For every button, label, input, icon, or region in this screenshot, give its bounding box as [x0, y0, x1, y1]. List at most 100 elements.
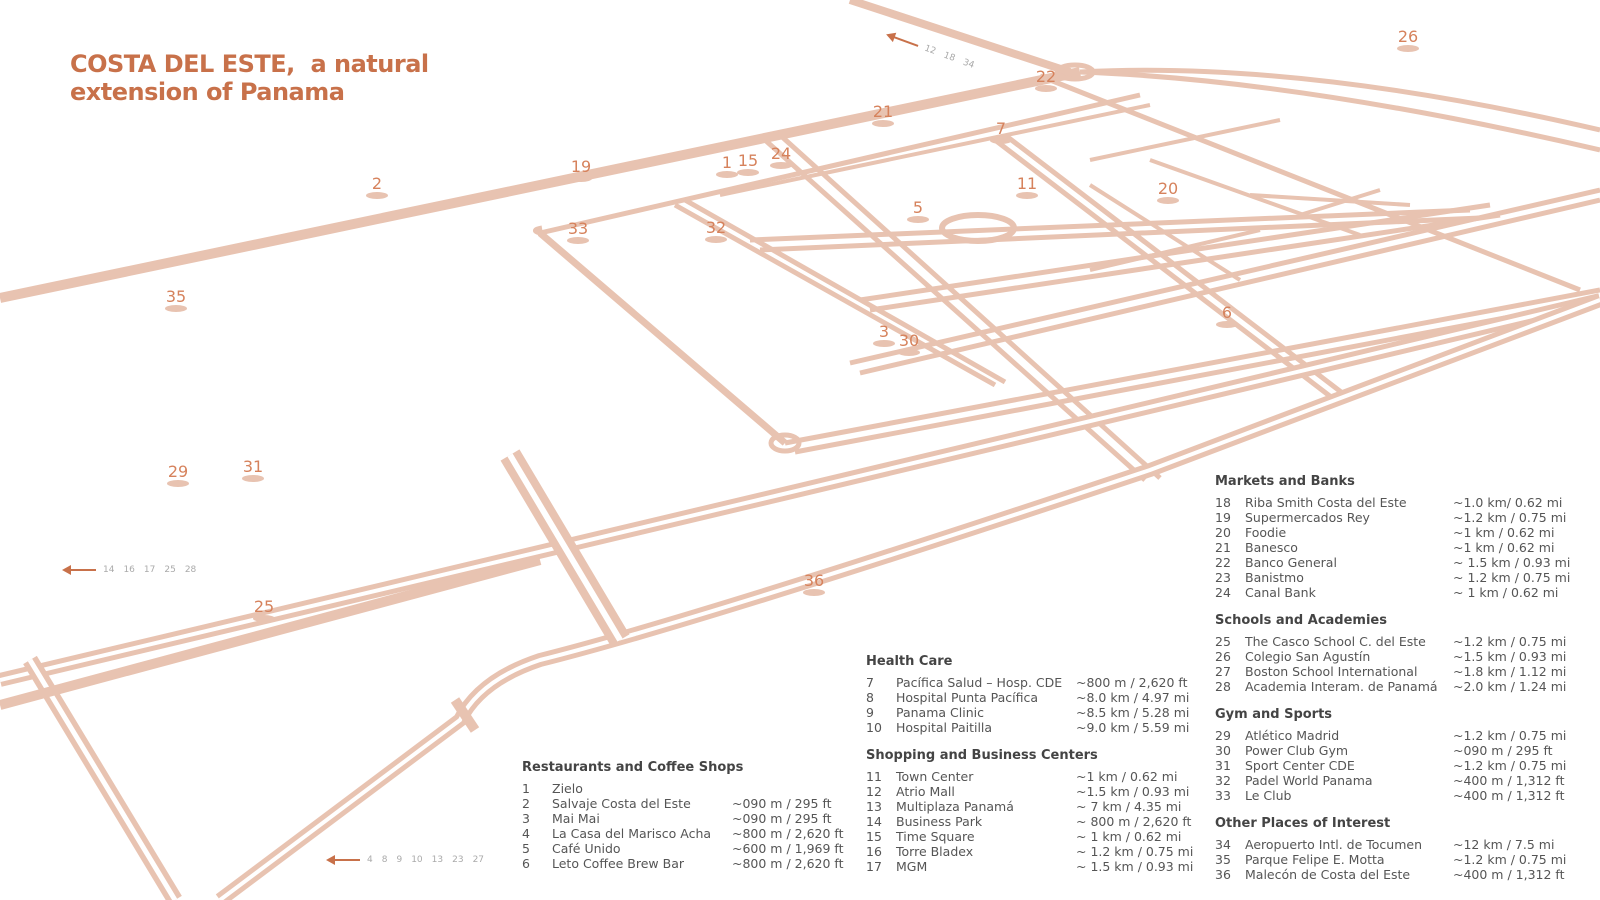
- marker-25[interactable]: 25: [244, 598, 284, 622]
- marker-3[interactable]: 3: [864, 323, 904, 347]
- legend-name: The Casco School C. del Este: [1245, 634, 1426, 649]
- arrow-number: 14: [103, 565, 115, 575]
- legend-name: Atrio Mall: [896, 784, 955, 799]
- legend-number: 17: [866, 859, 882, 874]
- legend-distance: ~1 km / 0.62 mi: [1076, 769, 1178, 784]
- arrow-number: 9: [396, 855, 403, 865]
- legend-number: 4: [522, 826, 530, 841]
- legend-name: Zielo: [552, 781, 583, 796]
- marker-dot: [1397, 45, 1419, 52]
- legend-number: 12: [866, 784, 882, 799]
- marker-dot: [242, 475, 264, 482]
- arrow-number: 25: [164, 565, 176, 575]
- legend-distance: ~1.2 km / 0.75 mi: [1453, 728, 1567, 743]
- marker-6[interactable]: 6: [1207, 304, 1247, 328]
- marker-32[interactable]: 32: [696, 219, 736, 243]
- marker-30[interactable]: 30: [889, 332, 929, 356]
- marker-2[interactable]: 2: [357, 175, 397, 199]
- legend-row: 1 Zielo: [522, 781, 843, 796]
- legend-number: 28: [1215, 679, 1231, 694]
- marker-number: 21: [872, 102, 894, 121]
- marker-31[interactable]: 31: [233, 458, 273, 482]
- marker-21[interactable]: 21: [863, 103, 903, 127]
- marker-33[interactable]: 33: [558, 220, 598, 244]
- legend-number: 13: [866, 799, 882, 814]
- marker-dot: [990, 137, 1012, 144]
- legend-number: 32: [1215, 773, 1231, 788]
- legend-number: 21: [1215, 540, 1231, 555]
- marker-number: 30: [898, 331, 920, 350]
- legend-number: 31: [1215, 758, 1231, 773]
- legend-heading: Markets and Banks: [1215, 474, 1355, 489]
- marker-number: 5: [912, 198, 924, 217]
- arrow-number: 28: [184, 565, 197, 575]
- arrow-left: 14 16 17 25 28: [62, 565, 197, 575]
- marker-1[interactable]: 1: [707, 154, 747, 178]
- legend-name: Time Square: [896, 829, 975, 844]
- marker-11[interactable]: 11: [1007, 175, 1047, 199]
- legend-number: 3: [522, 811, 530, 826]
- legend-heading: Shopping and Business Centers: [866, 748, 1098, 763]
- marker-24[interactable]: 24: [761, 145, 801, 169]
- legend-distance: ~400 m / 1,312 ft: [1453, 773, 1565, 788]
- marker-number: 29: [167, 462, 189, 481]
- legend-distance: ~8.5 km / 5.28 mi: [1076, 705, 1190, 720]
- arrow-number: 4: [367, 855, 373, 865]
- marker-22[interactable]: 22: [1026, 68, 1066, 92]
- legend-distance: ~9.0 km / 5.59 mi: [1076, 720, 1190, 735]
- marker-35[interactable]: 35: [156, 288, 196, 312]
- legend-distance: ~ 1.2 km / 0.75 mi: [1453, 570, 1571, 585]
- marker-dot: [366, 192, 388, 199]
- arrow-number: 16: [123, 565, 135, 575]
- marker-19[interactable]: 19: [561, 158, 601, 182]
- legend-number: 24: [1215, 585, 1231, 600]
- legend-heading: Health Care: [866, 654, 953, 669]
- legend-distance: ~1.2 km / 0.75 mi: [1453, 852, 1567, 867]
- legend-number: 36: [1215, 867, 1231, 882]
- marker-5[interactable]: 5: [898, 199, 938, 223]
- marker-20[interactable]: 20: [1148, 180, 1188, 204]
- legend-number: 18: [1215, 495, 1231, 510]
- marker-26[interactable]: 26: [1388, 28, 1428, 52]
- marker-36[interactable]: 36: [794, 572, 834, 596]
- legend-number: 25: [1215, 634, 1231, 649]
- legend-distance: ~1 km / 0.62 mi: [1453, 525, 1555, 540]
- legend-distance: ~ 1 km / 0.62 mi: [1453, 585, 1559, 600]
- legend-name: Café Unido: [552, 841, 621, 856]
- legend-number: 6: [522, 856, 530, 871]
- legend-distance: ~ 1 km / 0.62 mi: [1076, 829, 1182, 844]
- marker-15[interactable]: 15: [728, 152, 768, 176]
- marker-29[interactable]: 29: [158, 463, 198, 487]
- legend-name: La Casa del Marisco Acha: [552, 826, 712, 841]
- legend-name: Hospital Punta Pacífica: [896, 690, 1039, 705]
- marker-number: 15: [737, 151, 759, 170]
- legend-number: 20: [1215, 525, 1231, 540]
- arrow-left-icon: [326, 855, 360, 865]
- legend-number: 10: [866, 720, 882, 735]
- legend-number: 1: [522, 781, 530, 796]
- legend-distance: ~800 m / 2,620 ft: [1076, 675, 1188, 690]
- marker-7[interactable]: 7: [981, 120, 1021, 144]
- arrow-left-icon: [62, 565, 96, 575]
- marker-number: 35: [165, 287, 187, 306]
- legend-number: 19: [1215, 510, 1231, 525]
- marker-dot: [1216, 321, 1238, 328]
